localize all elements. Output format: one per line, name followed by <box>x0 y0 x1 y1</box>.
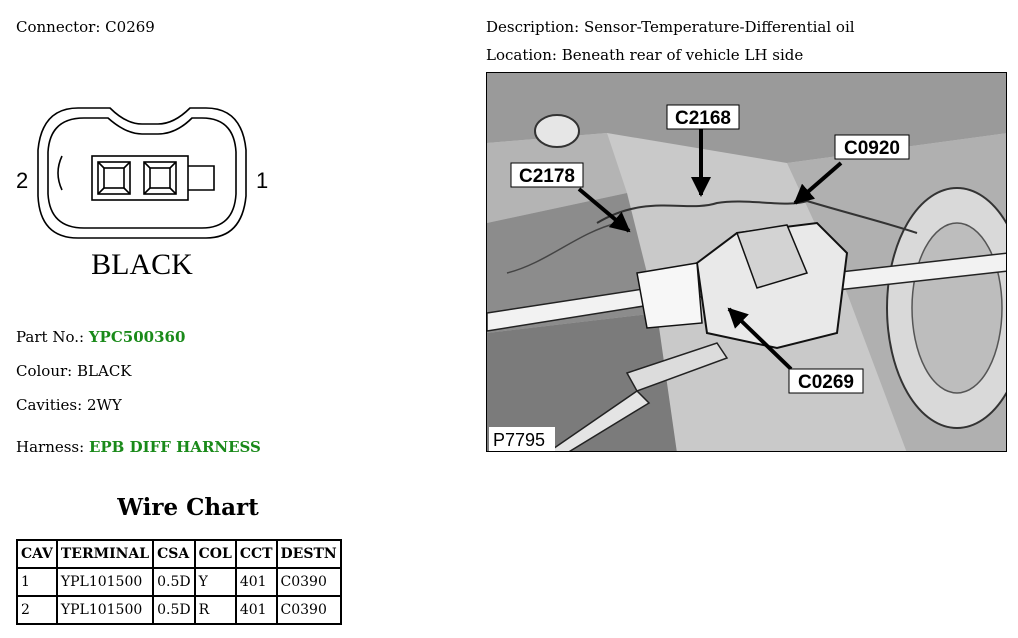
cell-col: Y <box>193 567 237 597</box>
part-number-label: Part No.: <box>16 328 85 346</box>
cavities-label: Cavities: <box>16 396 83 414</box>
cell-cct: 401 <box>234 595 278 625</box>
photo-reference: P7795 <box>493 430 545 450</box>
cell-destn: C0390 <box>275 567 342 597</box>
cell-csa: 0.5D <box>152 567 196 597</box>
cell-cct: 401 <box>234 567 278 597</box>
wire-chart-table: CAV TERMINAL CSA COL CCT DESTN 1 YPL1015… <box>16 539 342 625</box>
cell-csa: 0.5D <box>152 595 196 625</box>
pin-2-label: 2 <box>16 168 28 193</box>
location-label: Location: <box>486 46 557 64</box>
header-destn: DESTN <box>275 539 342 569</box>
cavities-value: 2WY <box>86 396 122 414</box>
part-number-link[interactable]: YPC500360 <box>88 328 186 346</box>
table-row: 2 YPL101500 0.5D R 401 C0390 <box>16 595 342 625</box>
description-label: Description: <box>486 18 580 36</box>
description-line: Description: Sensor-Temperature-Differen… <box>486 18 855 36</box>
description-value: Sensor-Temperature-Differential oil <box>583 18 855 36</box>
connector-color-text: BLACK <box>91 248 193 281</box>
header-cav: CAV <box>16 539 58 569</box>
cell-destn: C0390 <box>275 595 342 625</box>
connector-line: Connector: C0269 <box>16 18 155 36</box>
location-line: Location: Beneath rear of vehicle LH sid… <box>486 46 803 64</box>
wire-chart-title: Wire Chart <box>117 494 259 521</box>
cell-cav: 2 <box>16 595 58 625</box>
harness-link[interactable]: EPB DIFF HARNESS <box>88 438 261 456</box>
cell-terminal: YPL101500 <box>55 567 155 597</box>
callout-c2178: C2178 <box>519 166 575 187</box>
part-number-line: Part No.: YPC500360 <box>16 328 185 346</box>
colour-value: BLACK <box>77 362 132 380</box>
colour-label: Colour: <box>16 362 73 380</box>
connector-face-diagram: 2 1 BLACK <box>16 107 268 281</box>
wire-table-header-row: CAV TERMINAL CSA COL CCT DESTN <box>16 539 342 569</box>
location-value: Beneath rear of vehicle LH side <box>561 46 804 64</box>
header-col: COL <box>193 539 237 569</box>
connector-id: C0269 <box>105 18 155 36</box>
pin-1-label: 1 <box>256 168 268 193</box>
connector-label: Connector: <box>16 18 101 36</box>
cavities-line: Cavities: 2WY <box>16 396 122 414</box>
harness-line: Harness: EPB DIFF HARNESS <box>16 438 261 456</box>
location-photo: C2168 C0920 C2178 C0269 P7795 <box>486 72 1007 452</box>
colour-line: Colour: BLACK <box>16 362 132 380</box>
table-row: 1 YPL101500 0.5D Y 401 C0390 <box>16 567 342 597</box>
header-cct: CCT <box>234 539 278 569</box>
cell-col: R <box>193 595 237 625</box>
harness-label: Harness: <box>16 438 85 456</box>
header-terminal: TERMINAL <box>55 539 155 569</box>
header-csa: CSA <box>152 539 196 569</box>
callout-c0269: C0269 <box>798 372 854 393</box>
callout-c0920: C0920 <box>844 138 900 159</box>
callout-c2168: C2168 <box>675 108 731 129</box>
cell-terminal: YPL101500 <box>55 595 155 625</box>
cell-cav: 1 <box>16 567 58 597</box>
